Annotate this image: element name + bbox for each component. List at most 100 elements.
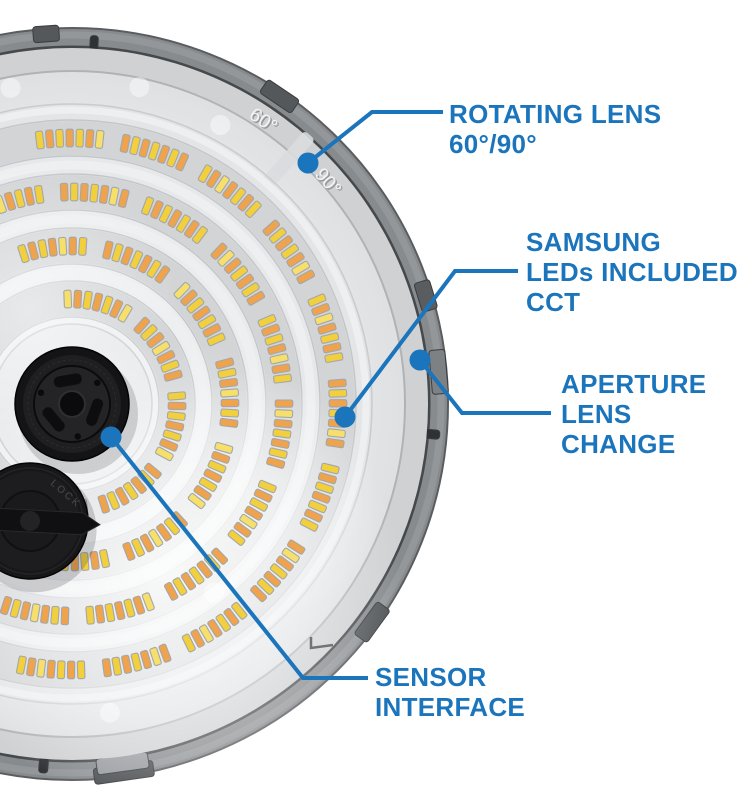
led-chip [304,508,323,523]
led-chip [167,401,187,411]
callout-text-line: INTERFACE [375,692,526,722]
led-chip [198,477,218,492]
callout-dot-samsung-leds [334,406,356,428]
callout-text-line: APERTURE [561,369,707,399]
callout-text-line: LENS [561,399,632,429]
led-chip [46,659,56,679]
led-chip [272,428,292,439]
led-chip [122,481,139,501]
led-chip [160,359,180,373]
led-chip [223,257,242,274]
led-chip [203,468,223,483]
led-chip [33,184,45,205]
led-chip [264,333,284,346]
led-chip [207,619,223,638]
led-chip [215,357,235,370]
led-chip [129,136,141,156]
led-chip [129,250,144,270]
callout-dot-sensor-interface [100,426,122,448]
led-chip [219,417,239,428]
led-chip [60,606,70,626]
luminaire-body: 60°60°90°90°LOCK [0,24,449,800]
led-chip [314,312,334,326]
callout-text-line: ROTATING LENS [449,99,662,129]
led-chip [211,547,229,565]
led-chip [159,438,179,452]
led-chip [210,242,228,260]
led-chip [272,373,293,384]
callout-text-line: LEDs INCLUDED [526,257,738,287]
led-chip [249,497,269,512]
led-chip [78,236,88,256]
led-chip [220,398,240,408]
led-chip [117,188,130,208]
led-chip [269,353,289,365]
led-chip [253,488,273,503]
led-cluster [250,539,306,603]
led-chip [193,485,212,501]
callout-dot-aperture-lens-change [409,349,431,371]
led-chip [114,486,130,506]
led-chip [3,191,17,211]
led-chip [166,148,180,168]
callout-text-line: CCT [526,287,581,317]
led-chip [328,388,348,398]
led-chip [257,479,277,494]
led-chip [324,352,344,363]
led-chip [163,517,181,536]
led-chip [98,184,110,204]
led-cluster [155,391,187,462]
led-chip [146,332,165,349]
led-chip [267,343,287,356]
led-chip [44,129,55,149]
led-cluster [102,240,171,284]
led-chip [263,570,282,588]
led-chip [326,428,346,439]
led-chip [314,481,335,494]
led-chip [214,175,230,194]
connector-key-slot [86,398,104,426]
led-chip [257,314,277,328]
led-cluster [257,314,293,384]
led-chip [47,237,58,257]
callout-text-line: 60°/90° [449,129,537,159]
twist-lock-cap: LOCK [0,462,101,593]
led-chip [217,367,237,379]
led-chip [230,265,249,282]
led-chip [132,595,146,615]
led-chip [58,236,68,256]
led-cluster [119,133,189,172]
led-chip [155,446,174,462]
led-chip [101,658,112,678]
led-chip [206,332,226,347]
led-chip [68,236,77,256]
led-cluster [59,182,130,208]
led-chip [111,243,124,263]
led-cluster [141,196,208,244]
led-chip [268,447,288,459]
led-chip [244,200,262,218]
led-chip [214,441,234,454]
led-chip [163,369,183,382]
led-chip [0,194,7,214]
led-chip [167,391,187,401]
led-chip [206,169,222,189]
led-chip [34,130,45,150]
led-chip [215,613,232,632]
led-chip [79,552,90,571]
led-chip [256,578,275,595]
led-chip [246,290,266,306]
led-cluster [63,289,133,323]
led-cluster [197,164,262,218]
led-chip [141,592,155,612]
callout-text-line: SAMSUNG [526,227,661,257]
led-chip [181,633,196,653]
led-chip [190,629,205,648]
led-cluster [227,479,277,546]
led-chip [19,601,32,621]
led-chip [156,350,176,365]
led-chip [15,655,27,675]
led-chip [65,128,74,148]
led-chip [23,186,35,206]
